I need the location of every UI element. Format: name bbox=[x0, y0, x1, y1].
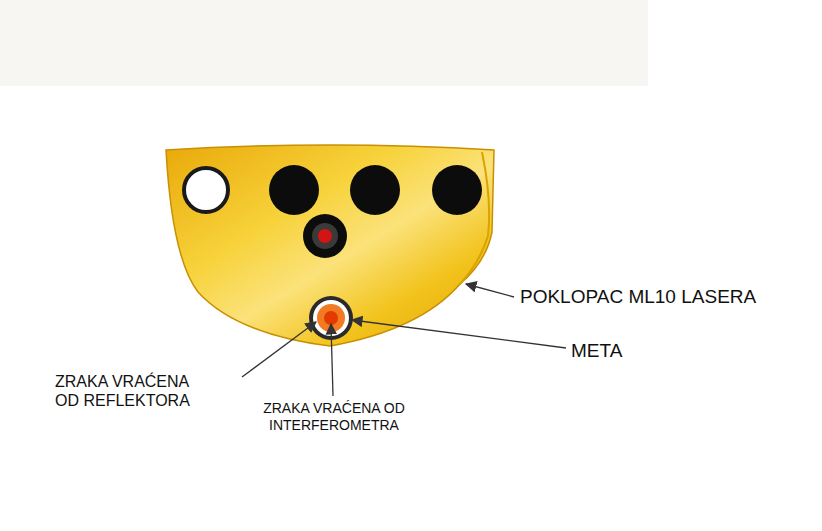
laser-cover bbox=[166, 145, 494, 346]
beam-label: ZRAKA VRAĆENA OD INTERFEROMETRA bbox=[263, 400, 405, 434]
part-label: META bbox=[571, 340, 625, 363]
cover-holes bbox=[184, 165, 482, 258]
part-label: POKLOPAC ML10 LASERA bbox=[520, 286, 759, 309]
background-band bbox=[0, 0, 648, 86]
leader-lines bbox=[242, 284, 566, 396]
beam-label: ZRAKA VRAĆENA OD REFLEKTORA bbox=[55, 372, 190, 410]
